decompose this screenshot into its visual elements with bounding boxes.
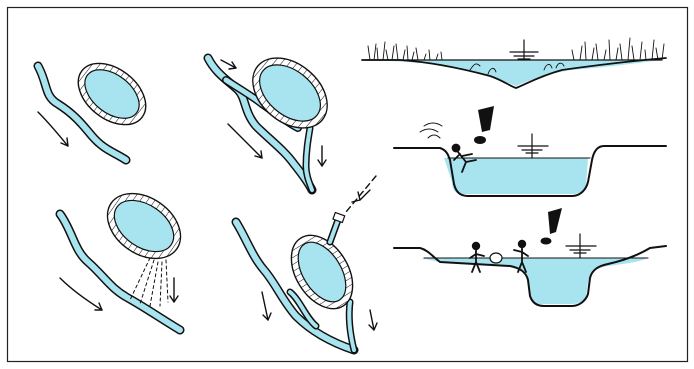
flow-arrow-icon (221, 60, 236, 69)
section-shelf-bank (394, 208, 666, 306)
panel-pond-connected (208, 44, 341, 190)
inlet-pipe (330, 212, 345, 242)
standing-person-icon (470, 243, 484, 272)
panel-pond-overflowing (60, 180, 193, 330)
panel-pond-inlet (236, 176, 377, 350)
water-level-symbol-icon (510, 40, 538, 60)
water-level-symbol-icon (518, 134, 548, 158)
flow-arrow-icon (170, 278, 178, 302)
panel-pond-beside-river (38, 51, 157, 160)
flow-arrow-icon (369, 310, 377, 330)
motion-lines (420, 123, 442, 138)
flow-arrow-icon (346, 176, 376, 212)
flow-arrow-icon (318, 146, 326, 166)
ball-icon (490, 253, 502, 263)
water-level-symbol-icon (566, 234, 596, 258)
section-steep-bank (394, 106, 666, 196)
flow-arrow-icon (262, 292, 271, 320)
section-shallow-bank (362, 38, 666, 88)
flow-arrow-icon (38, 112, 68, 146)
flow-arrow-icon (60, 278, 102, 310)
exclamation-mark-icon (541, 208, 563, 245)
pond (95, 180, 193, 272)
exclamation-mark-icon (474, 106, 494, 144)
